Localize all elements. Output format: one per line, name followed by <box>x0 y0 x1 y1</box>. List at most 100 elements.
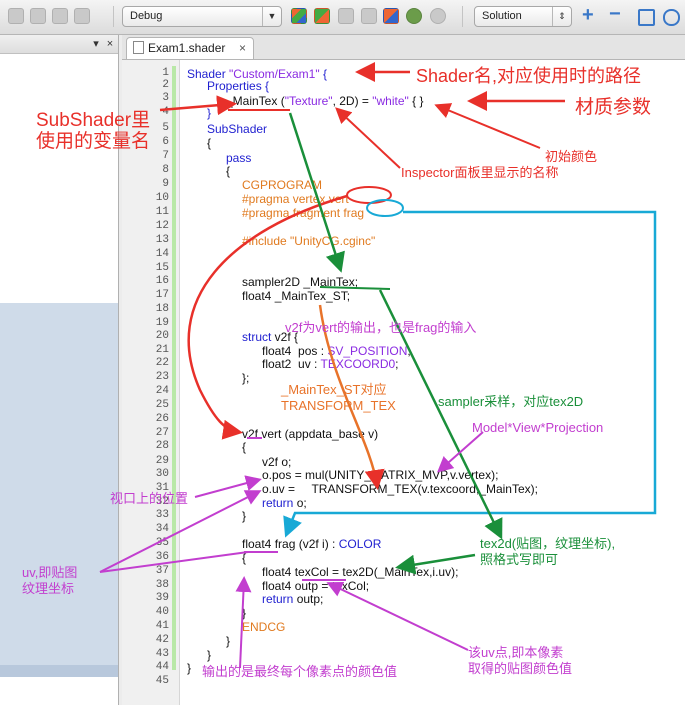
line-number: 13 <box>155 234 169 246</box>
settings-icon[interactable] <box>406 8 422 24</box>
line-number: 39 <box>155 592 169 604</box>
code-line[interactable]: ENDCG <box>242 620 286 634</box>
line-number: 17 <box>155 289 169 301</box>
annotation-line: TRANSFORM_TEX <box>281 398 396 413</box>
code-line[interactable]: } <box>242 509 247 523</box>
code-line[interactable]: { <box>226 164 231 178</box>
line-number: 24 <box>155 385 169 397</box>
line-number: 22 <box>155 357 169 369</box>
fit-icon[interactable] <box>638 9 655 26</box>
code-line[interactable]: Properties { <box>207 79 270 93</box>
line-number: 35 <box>155 537 169 549</box>
code-line[interactable]: } <box>187 661 192 675</box>
code-text: float2 uv : <box>262 357 321 371</box>
annotation-subshader-var: SubShader里 使用的变量名 <box>36 110 150 152</box>
code-line[interactable]: } <box>226 634 231 648</box>
attach-icon[interactable] <box>361 8 377 24</box>
line-number: 23 <box>155 371 169 383</box>
code-line[interactable]: } <box>242 606 247 620</box>
selected-row[interactable] <box>0 665 118 677</box>
clean-build-icon[interactable] <box>314 8 330 24</box>
annotation-line: _MainTex_ST对应 <box>281 382 387 397</box>
code-line[interactable]: float4 outp = texCol; <box>262 579 370 593</box>
annotation-mainTex-st: _MainTex_ST对应 TRANSFORM_TEX <box>281 382 396 414</box>
code-line[interactable]: float4 texCol = tex2D(_MainTex,i.uv); <box>262 565 459 579</box>
line-number: 18 <box>155 303 169 315</box>
annotation-line: SubShader里 <box>36 110 151 131</box>
annotation-line: 纹理坐标 <box>22 581 75 596</box>
config-select[interactable]: Debug ▼ <box>122 6 282 27</box>
close-icon[interactable]: × <box>106 38 114 50</box>
code-line[interactable]: sampler2D _MainTex; <box>242 275 359 289</box>
keyword: COLOR <box>338 537 382 551</box>
annotation-line: 使用的变量名 <box>36 131 151 152</box>
code-line[interactable]: _MainTex ("Texture", 2D) = "white" { } <box>226 95 423 107</box>
annotation-inspector-name: Inspector面板里显示的名称 <box>401 165 559 180</box>
change-bar <box>172 66 176 670</box>
identifier: _MainTex ( <box>226 94 285 108</box>
platform-select[interactable]: Solution ⇕ <box>474 6 572 27</box>
code-line[interactable]: #include "UnityCG.cginc" <box>242 234 376 248</box>
line-number: 40 <box>155 606 169 618</box>
pane-header: ▾ × <box>0 35 118 54</box>
close-icon[interactable]: × <box>238 41 246 55</box>
line-number: 4 <box>162 106 169 118</box>
code-line[interactable]: float4 _MainTex_ST; <box>242 289 351 303</box>
stepper-icon: ⇕ <box>552 7 571 26</box>
code-line[interactable]: { <box>207 136 212 150</box>
code-line[interactable]: { <box>242 440 247 454</box>
code-line[interactable]: pass <box>226 151 252 165</box>
zoom-icon[interactable] <box>663 9 680 26</box>
line-number: 1 <box>162 67 169 79</box>
code-line[interactable]: } <box>207 648 212 662</box>
code-line[interactable]: return outp; <box>262 593 323 605</box>
line-number: 12 <box>155 220 169 232</box>
line-number: 38 <box>155 579 169 591</box>
build-icon[interactable] <box>291 8 307 24</box>
align-left-icon[interactable] <box>8 8 24 24</box>
code-line[interactable]: o.pos = mul(UNITY_MATRIX_MVP,v.vertex); <box>262 468 499 482</box>
document-icon <box>133 41 144 54</box>
link-icon[interactable] <box>338 8 354 24</box>
outdent-icon[interactable] <box>74 8 90 24</box>
code-line[interactable]: o.uv = TRANSFORM_TEX(v.texcoord,_MainTex… <box>262 482 538 496</box>
code-line[interactable]: { <box>242 551 247 565</box>
code-line[interactable]: #pragma vertex vert <box>242 192 349 206</box>
annotation-viewport: 视口上的位置 <box>110 491 189 506</box>
string: "Custom/Exam1" <box>229 67 320 81</box>
platform-select-value: Solution <box>482 10 522 22</box>
line-number: 26 <box>155 413 169 425</box>
code-line[interactable]: CGPROGRAM <box>242 178 323 192</box>
code-text: ; <box>395 357 399 371</box>
pane-menu-icon[interactable]: ▾ <box>93 38 99 50</box>
indent-icon[interactable] <box>52 8 68 24</box>
code-text: outp; <box>293 592 324 606</box>
string: "Texture" <box>284 94 333 108</box>
code-line[interactable]: SubShader <box>207 122 268 136</box>
code-line[interactable]: float4 frag (v2f i) : COLOR <box>242 538 381 550</box>
debug-icon[interactable] <box>383 8 399 24</box>
add-icon[interactable]: + <box>582 4 594 26</box>
line-number: 31 <box>155 482 169 494</box>
code-line[interactable]: return o; <box>262 497 307 509</box>
code-line[interactable]: #pragma fragment frag <box>242 206 365 220</box>
align-center-icon[interactable] <box>30 8 46 24</box>
code-line[interactable]: }; <box>242 371 250 385</box>
annotation-tex2d: tex2d(贴图，纹理坐标), 照格式写即可 <box>480 536 615 568</box>
line-number: 34 <box>155 523 169 535</box>
line-number: 20 <box>155 330 169 342</box>
code-line[interactable]: v2f o; <box>262 455 292 469</box>
code-line[interactable]: } <box>207 106 212 120</box>
code-line[interactable]: float2 uv : TEXCOORD0; <box>262 358 399 370</box>
code-line[interactable]: float4 pos : SV_POSITION; <box>262 345 411 357</box>
stop-icon[interactable] <box>430 8 446 24</box>
line-number: 8 <box>162 164 169 176</box>
code-line[interactable]: v2f vert (appdata_base v) <box>242 427 379 441</box>
code-text: o; <box>293 496 307 510</box>
code-line[interactable]: Shader "Custom/Exam1" { <box>187 68 327 80</box>
annotation-output: 输出的是最终每个像素点的颜色值 <box>202 664 398 679</box>
tab-exam1-shader[interactable]: Exam1.shader × <box>126 37 254 59</box>
pane-list-area[interactable] <box>0 303 118 665</box>
remove-icon[interactable]: − <box>609 3 621 25</box>
